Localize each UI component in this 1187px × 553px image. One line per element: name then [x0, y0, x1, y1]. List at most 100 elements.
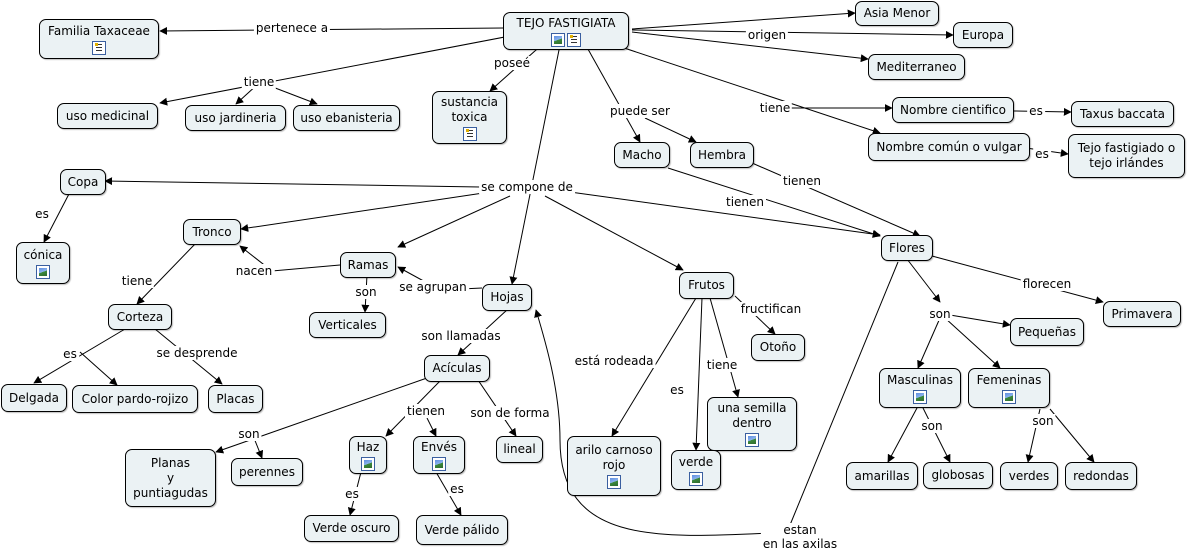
concept-hembra[interactable]: Hembra [690, 142, 754, 168]
link-label-fructifican: fructifican [738, 302, 804, 316]
concept-verticales[interactable]: Verticales [309, 312, 386, 338]
concept-flores[interactable]: Flores [881, 235, 933, 261]
concept-label: amarillas [854, 468, 910, 483]
link-label-estan-en-las-axilas: estan en las axilas [760, 523, 840, 551]
concept-haz[interactable]: Haz [349, 436, 387, 474]
link-label-es-haz: es [343, 487, 361, 501]
concept-label: Femeninas [976, 372, 1042, 387]
concept-macho[interactable]: Macho [614, 142, 670, 168]
concept-mediterraneo[interactable]: Mediterraneo [868, 54, 965, 80]
concept-label: Familia Taxaceae [48, 23, 150, 38]
concept-asia-menor[interactable]: Asia Menor [855, 1, 939, 26]
image-icon[interactable] [361, 456, 375, 471]
image-icon[interactable] [1002, 389, 1016, 404]
link-label-tiene-corteza: tiene [119, 274, 155, 288]
concept-corteza[interactable]: Corteza [108, 304, 172, 330]
image-icon[interactable] [689, 471, 703, 486]
concept-label: Europa [961, 27, 1005, 42]
link-label-origen: origen [745, 28, 789, 42]
concept-label: Taxus baccata [1079, 106, 1166, 121]
concept-label: Masculinas [886, 372, 954, 387]
concept-delgada[interactable]: Delgada [1, 384, 67, 412]
concept-ramas[interactable]: Ramas [340, 252, 396, 278]
image-icon[interactable] [551, 32, 565, 47]
concept-verde-oscuro[interactable]: Verde oscuro [304, 515, 399, 542]
concept-label: cónica [23, 247, 63, 262]
document-icon[interactable] [92, 40, 106, 55]
concept-planas-puntiagudas[interactable]: Planas y puntiagudas [125, 449, 216, 507]
concept-familia-taxaceae[interactable]: Familia Taxaceae [39, 19, 159, 59]
link-label-se-compone-de: se compone de [479, 180, 575, 194]
concept-taxus-baccata[interactable]: Taxus baccata [1071, 101, 1174, 127]
document-icon[interactable] [567, 32, 581, 47]
concept-uso-medicinal[interactable]: uso medicinal [57, 103, 158, 129]
link-label-son-aciculas: son [236, 427, 262, 441]
concept-label: Hembra [698, 147, 746, 162]
link-label-tiene-nombres: tiene [757, 101, 793, 115]
concept-aciculas[interactable]: Acículas [424, 355, 490, 382]
concept-primavera[interactable]: Primavera [1103, 301, 1181, 327]
concept-conica[interactable]: cónica [16, 242, 70, 284]
concept-label: Otoño [759, 340, 797, 354]
concept-europa[interactable]: Europa [953, 22, 1013, 48]
link-label-tienen-macho: tienen [723, 195, 767, 209]
concept-placas[interactable]: Placas [208, 385, 263, 413]
concept-arilo-carnoso-rojo[interactable]: arilo carnoso rojo [567, 436, 661, 496]
concept-label: uso ebanisteria [300, 110, 393, 125]
link-label-son-de-forma: son de forma [468, 406, 552, 420]
image-icon[interactable] [36, 264, 50, 279]
concept-tejo-irlandes[interactable]: Tejo fastigiado o tejo irlándes [1068, 134, 1185, 178]
concept-enves[interactable]: Envés [413, 436, 465, 474]
concept-hojas[interactable]: Hojas [482, 284, 532, 311]
concept-uso-jardineria[interactable]: uso jardineria [185, 105, 286, 131]
image-icon[interactable] [607, 475, 621, 489]
concept-label: Ramas [347, 257, 389, 272]
link-label-es-corteza: es [61, 347, 79, 361]
concept-copa[interactable]: Copa [60, 169, 106, 195]
concept-frutos[interactable]: Frutos [679, 272, 734, 299]
link-label-se-agrupan: se agrupan [397, 280, 469, 294]
concept-color-pardo-rojizo[interactable]: Color pardo-rojizo [72, 385, 198, 413]
concept-label: globosas [931, 468, 985, 482]
concept-amarillas[interactable]: amarillas [846, 462, 918, 490]
concept-label: Placas [216, 391, 255, 406]
concept-verdes[interactable]: verdes [1000, 462, 1058, 490]
concept-nombre-cientifico[interactable]: Nombre cientifico [892, 97, 1014, 123]
concept-otono[interactable]: Otoño [751, 334, 805, 361]
concept-tronco[interactable]: Tronco [183, 219, 241, 245]
concept-nombre-comun[interactable]: Nombre común o vulgar [868, 133, 1030, 161]
concept-label: Envés [421, 439, 457, 454]
concept-label: Verticales [318, 317, 377, 332]
concept-uso-ebanisteria[interactable]: uso ebanisteria [293, 105, 400, 131]
concept-verde[interactable]: verde [671, 450, 721, 490]
concept-masculinas[interactable]: Masculinas [879, 368, 961, 408]
concept-femeninas[interactable]: Femeninas [968, 368, 1050, 408]
concept-label: verde [678, 454, 714, 469]
concept-globosas[interactable]: globosas [923, 462, 993, 489]
link-label-es-enves: es [448, 482, 466, 496]
concept-sustancia-toxica[interactable]: sustancia toxica [432, 91, 507, 144]
concept-label: Primavera [1111, 306, 1173, 321]
concept-verde-palido[interactable]: Verde pálido [416, 515, 508, 545]
image-icon[interactable] [913, 389, 927, 404]
concept-label: arilo carnoso rojo [575, 443, 653, 472]
concept-label: Frutos [688, 278, 725, 292]
concept-redondas[interactable]: redondas [1065, 462, 1137, 490]
concept-label: sustancia toxica [440, 94, 499, 124]
concept-label: verdes [1008, 468, 1050, 483]
concept-perennes[interactable]: perennes [231, 458, 303, 486]
link-label-es-cientifico: es [1027, 104, 1045, 118]
concept-lineal[interactable]: lineal [496, 436, 543, 463]
concept-una-semilla-dentro[interactable]: una semilla dentro [707, 397, 797, 451]
link-label-tiene-usos: tiene [241, 75, 277, 89]
image-icon[interactable] [745, 433, 759, 447]
concept-label: TEJO FASTIGIATA [516, 15, 616, 30]
concept-label: Copa [67, 174, 99, 189]
concept-tejo-fastigiata[interactable]: TEJO FASTIGIATA [503, 12, 629, 50]
link-label-son-llamadas: son llamadas [419, 329, 503, 343]
concept-label: Hojas [490, 290, 524, 304]
image-icon[interactable] [432, 456, 446, 471]
document-icon[interactable] [462, 126, 477, 141]
link-label-es-copa: es [33, 207, 51, 221]
concept-pequenas[interactable]: Pequeñas [1010, 318, 1084, 346]
